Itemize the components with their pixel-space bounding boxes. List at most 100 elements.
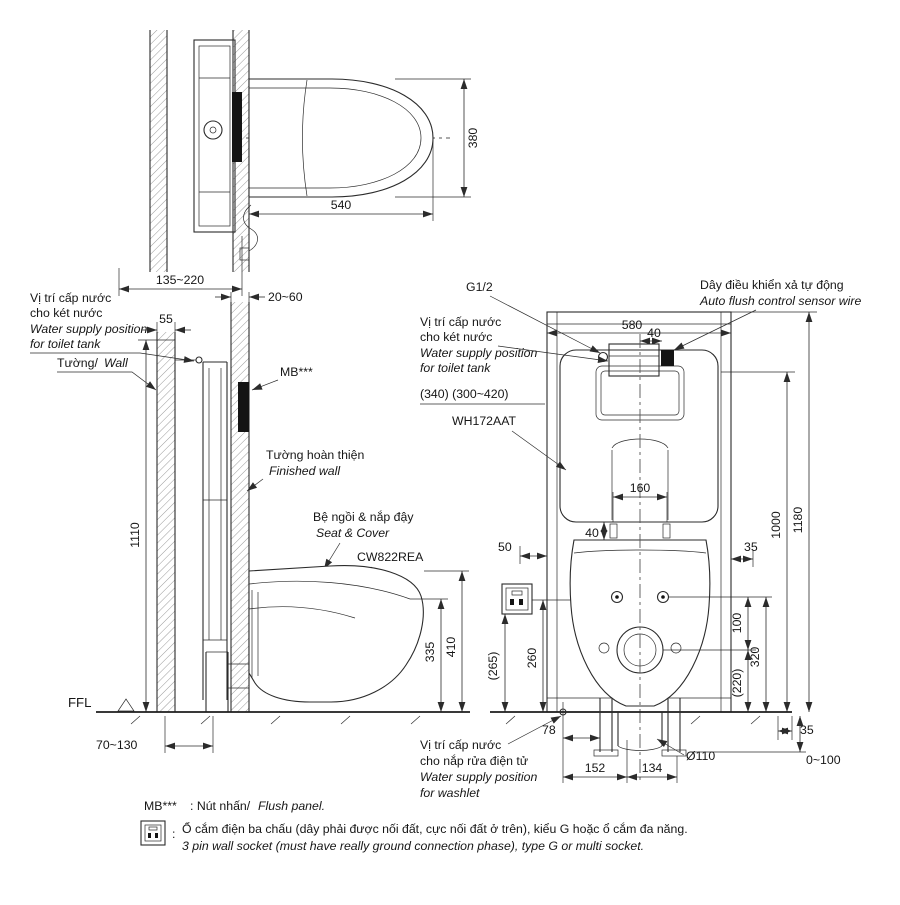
dim-socket-height: (265) <box>486 614 509 712</box>
label-drain-diameter: Ø110 <box>656 738 715 763</box>
front-supply-en1: Water supply position <box>420 346 537 360</box>
plan-inwall-tank <box>193 39 242 233</box>
note-socket-vi: Ổ cắm điện ba chấu (dây phải được nối đấ… <box>182 821 688 836</box>
ffl-marker <box>117 698 135 712</box>
frame-legs <box>593 698 687 757</box>
flush-valve-unit <box>597 343 674 377</box>
dim-1110-label: 1110 <box>128 522 142 548</box>
tank-supply-point <box>195 356 203 364</box>
side-finished-wall <box>230 302 250 712</box>
dim-right-clearance: 35 <box>731 540 758 567</box>
dim-1180-label: 1180 <box>791 507 805 534</box>
dim-340-label: (340) (300~420) <box>420 387 509 401</box>
dim-left-clearance: 50 <box>498 540 547 564</box>
hanger-bolts <box>609 523 671 539</box>
label-mb: MB*** <box>251 365 313 391</box>
front-supply-vi1: Vị trí cấp nước <box>420 315 501 329</box>
seat-model-label: CW822REA <box>357 550 424 564</box>
supply-tank-en1: Water supply position <box>30 322 147 336</box>
power-cord <box>243 204 258 252</box>
dim-seat-height: 335 <box>410 598 448 712</box>
dim-35-bottom-label: 35 <box>800 723 814 737</box>
autoflush-vi: Dây điều khiển xả tự động <box>700 278 844 292</box>
supply-tank-vi2: cho két nước <box>30 306 102 320</box>
wall-label-vi: Tường/ <box>57 356 98 370</box>
dim-washlet-supply-height: 260 <box>525 600 547 712</box>
label-finished-wall: Tường hoàn thiện Finished wall <box>246 448 365 492</box>
seat-cover-vi: Bệ ngồi & nắp đậy <box>313 509 414 524</box>
dim-134-label: 134 <box>642 761 663 775</box>
dim-plan-depth: 380 <box>395 78 480 198</box>
note-mb-code: MB*** <box>144 799 177 813</box>
mb-label: MB*** <box>280 365 313 379</box>
side-drain-pipe <box>205 651 249 712</box>
washlet-supply-en2: for washlet <box>420 786 480 800</box>
label-supply-tank-side: Vị trí cấp nước cho két nước Water suppl… <box>30 291 195 363</box>
note-socket-en: 3 pin wall socket (must have really grou… <box>182 839 644 853</box>
dim-40-top-label: 40 <box>647 326 661 340</box>
washlet-supply-point <box>559 702 567 716</box>
washlet-supply-vi1: Vị trí cấp nước <box>420 738 501 752</box>
dim-152-label: 152 <box>585 761 606 775</box>
finished-wall-vi: Tường hoàn thiện <box>266 448 365 462</box>
side-elevation-view: Vị trí cấp nước cho két nước Water suppl… <box>30 290 470 753</box>
dim-finished-wall: 20~60 <box>215 290 303 310</box>
dim-structural-wall: 55 <box>141 312 191 334</box>
front-elevation-view: G1/2 Dây điều khiển xả tự động Auto flus… <box>420 278 861 800</box>
dim-install-height: 1110 <box>128 339 175 712</box>
autoflush-en: Auto flush control sensor wire <box>699 294 861 308</box>
wall-label-en: Wall <box>104 356 129 370</box>
label-tank-model: WH172AAT <box>452 414 567 471</box>
note-mb-en: Flush panel. <box>258 799 325 813</box>
dim-580-label: 580 <box>622 318 643 332</box>
dim-0-100-label: 0~100 <box>806 753 841 767</box>
note-mb-vi: : Nút nhấn/ <box>190 799 251 813</box>
dim-50-label: 50 <box>498 540 512 554</box>
seat-cover-en: Seat & Cover <box>316 526 390 540</box>
wall-socket-symbol <box>501 583 571 615</box>
dim-100-label: 100 <box>730 613 744 634</box>
dim-1180: 1180 <box>731 311 817 712</box>
flush-panel-side <box>238 382 249 432</box>
dim-right-stack: 100 (220) 320 <box>663 596 772 712</box>
dim-1000: 1000 <box>721 371 795 712</box>
label-seat-cover: Bệ ngồi & nắp đậy Seat & Cover <box>313 509 414 570</box>
label-supply-height: (340) (300~420) <box>420 387 545 405</box>
dim-plan-wall-range: 135~220 <box>118 236 243 296</box>
dim-bolt-pitch: 160 <box>612 481 668 522</box>
dim-drain-offset: 70~130 <box>96 716 214 753</box>
footnotes: MB*** : Nút nhấn/ Flush panel. : Ổ cắm đ… <box>140 799 688 853</box>
dim-135-220-label: 135~220 <box>156 273 204 287</box>
dim-540-label: 540 <box>331 198 352 212</box>
front-supply-en2: for toilet tank <box>420 361 491 375</box>
label-autoflush: Dây điều khiển xả tự động Auto flush con… <box>673 278 861 351</box>
label-thread: G1/2 <box>466 280 601 354</box>
supply-tank-en2: for toilet tank <box>30 337 101 351</box>
dim-wire-offset: 40 <box>640 326 662 345</box>
dim-380-label: 380 <box>466 128 480 149</box>
dim-260-label: 260 <box>525 648 539 669</box>
dim-160-label: 160 <box>630 481 651 495</box>
floor-line-right <box>490 711 792 725</box>
label-washlet-supply: Vị trí cấp nước cho nắp rửa điện tử Wate… <box>420 715 562 800</box>
dim-plan-length: 540 <box>248 140 434 221</box>
dim-floor-adjust: 0~100 <box>690 716 841 767</box>
washlet-supply-vi2: cho nắp rửa điện tử <box>420 753 528 768</box>
dim-78: 78 <box>542 716 600 748</box>
finished-wall-en: Finished wall <box>269 464 341 478</box>
dim-220-label: (220) <box>730 669 744 698</box>
label-wall: Tường/ Wall <box>57 356 157 391</box>
dim-tank-bowl-gap: 40 <box>585 522 608 540</box>
dim-320-label: 320 <box>748 647 762 668</box>
dim-70-130-label: 70~130 <box>96 738 138 752</box>
dim-410-label: 410 <box>444 637 458 658</box>
side-frame <box>175 356 228 700</box>
ffl-label: FFL <box>68 695 91 710</box>
dim-265-label: (265) <box>486 652 500 681</box>
dim-frame-width: 580 <box>547 318 731 337</box>
side-structural-wall <box>156 332 176 712</box>
dim-40-mid-label: 40 <box>585 526 599 540</box>
socket-legend-icon <box>140 820 166 846</box>
dim-1000-label: 1000 <box>769 511 783 539</box>
